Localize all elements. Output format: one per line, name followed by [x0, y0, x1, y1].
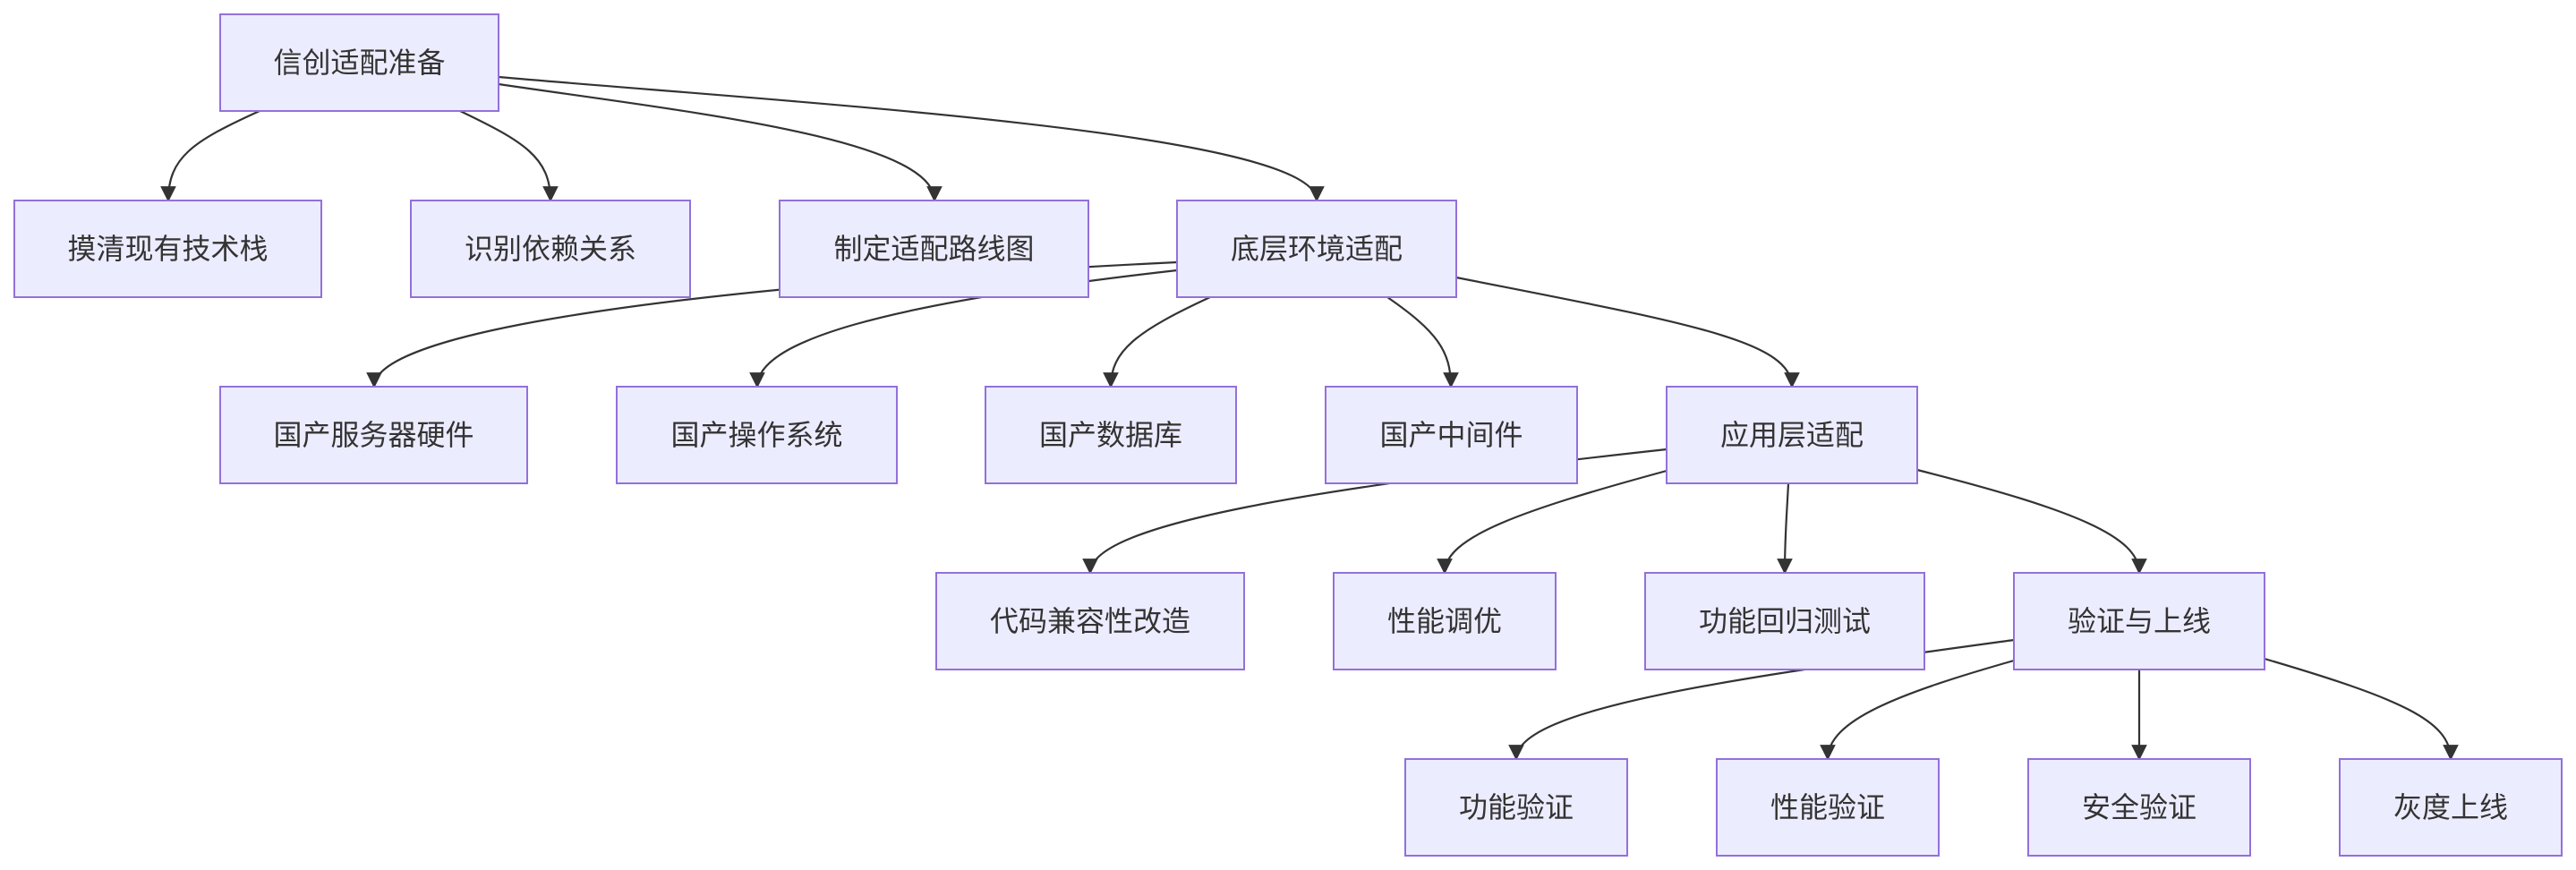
edge-app-to-regress — [1777, 482, 1793, 575]
node-roadmap[interactable]: 制定适配路线图 — [779, 200, 1089, 298]
edge-prep-to-roadmap — [498, 82, 943, 202]
node-label: 功能回归测试 — [1699, 604, 1871, 638]
node-box — [1325, 386, 1578, 484]
node-box — [935, 572, 1245, 670]
node-prep[interactable]: 信创适配准备 — [219, 13, 499, 112]
node-label: 灰度上线 — [2393, 790, 2508, 824]
node-box — [2339, 758, 2563, 857]
node-label: 识别依赖关系 — [465, 232, 636, 266]
node-perf-v[interactable]: 性能验证 — [1716, 758, 1940, 857]
edge-app-to-perf-tune — [1437, 469, 1668, 575]
edge-verify-to-perf-v — [1820, 659, 2015, 761]
node-mw[interactable]: 国产中间件 — [1325, 386, 1578, 484]
node-box — [1716, 758, 1940, 857]
node-box — [219, 13, 499, 112]
node-label: 性能调优 — [1387, 604, 1502, 638]
edge-infra-to-app — [1455, 276, 1800, 388]
nodes-layer: 信创适配准备 摸清现有技术栈 识别依赖关系 制定适配路线图 底层环境适配 国产服… — [13, 13, 2563, 857]
edge-app-to-verify — [1916, 468, 2147, 575]
edge-prep-to-deps — [459, 110, 559, 202]
node-label: 代码兼容性改造 — [990, 604, 1190, 638]
node-label: 国产操作系统 — [670, 418, 842, 452]
node-label: 功能验证 — [1459, 790, 1574, 824]
node-box — [1644, 572, 1925, 670]
node-deps[interactable]: 识别依赖关系 — [410, 200, 691, 298]
node-box — [779, 200, 1089, 298]
node-box — [219, 386, 528, 484]
node-perf-tune[interactable]: 性能调优 — [1333, 572, 1557, 670]
edge-prep-to-infra — [498, 75, 1325, 202]
node-hw[interactable]: 国产服务器硬件 — [219, 386, 528, 484]
node-label: 应用层适配 — [1720, 418, 1864, 452]
node-box — [1333, 572, 1557, 670]
node-gray[interactable]: 灰度上线 — [2339, 758, 2563, 857]
node-stack[interactable]: 摸清现有技术栈 — [13, 200, 322, 298]
node-label: 验证与上线 — [2068, 604, 2211, 638]
node-infra[interactable]: 底层环境适配 — [1176, 200, 1457, 298]
node-label: 国产服务器硬件 — [273, 418, 473, 452]
node-os[interactable]: 国产操作系统 — [616, 386, 898, 484]
node-app[interactable]: 应用层适配 — [1666, 386, 1918, 484]
edge-verify-to-gray — [2264, 657, 2459, 761]
node-label: 摸清现有技术栈 — [67, 232, 268, 266]
edge-infra-to-db — [1103, 296, 1211, 388]
node-verify[interactable]: 验证与上线 — [2013, 572, 2265, 670]
node-box — [410, 200, 691, 298]
node-compat[interactable]: 代码兼容性改造 — [935, 572, 1245, 670]
node-regress[interactable]: 功能回归测试 — [1644, 572, 1925, 670]
node-box — [1176, 200, 1457, 298]
node-box — [616, 386, 898, 484]
node-db[interactable]: 国产数据库 — [985, 386, 1237, 484]
node-label: 底层环境适配 — [1231, 232, 1403, 266]
node-box — [985, 386, 1237, 484]
node-label: 安全验证 — [2082, 790, 2196, 824]
node-label: 信创适配准备 — [273, 46, 445, 80]
node-box — [1404, 758, 1628, 857]
node-box — [13, 200, 322, 298]
node-func-v[interactable]: 功能验证 — [1404, 758, 1628, 857]
node-box — [2027, 758, 2251, 857]
node-sec-v[interactable]: 安全验证 — [2027, 758, 2251, 857]
node-label: 制定适配路线图 — [833, 232, 1034, 266]
node-box — [2013, 572, 2265, 670]
node-box — [1666, 386, 1918, 484]
edge-infra-to-mw — [1386, 296, 1459, 388]
node-label: 国产中间件 — [1379, 418, 1523, 452]
node-label: 性能验证 — [1770, 790, 1885, 824]
node-label: 国产数据库 — [1039, 418, 1182, 452]
edge-prep-to-stack — [160, 109, 260, 202]
